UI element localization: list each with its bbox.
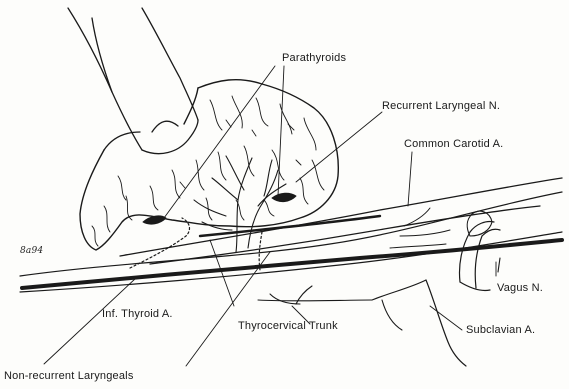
vagus-nerve	[467, 211, 500, 272]
artist-signature: 8a94	[20, 246, 43, 256]
recurrent-laryngeal-nerve	[22, 216, 562, 288]
label-recurrent-laryngeal-n: Recurrent Laryngeal N.	[382, 100, 500, 112]
label-thyrocervical-trunk: Thyrocervical Trunk	[238, 320, 338, 332]
fingers-illustration	[68, 8, 198, 154]
label-subclavian-a: Subclavian A.	[466, 324, 535, 336]
label-parathyroids: Parathyroids	[282, 52, 346, 64]
trachea-band	[20, 192, 562, 292]
label-common-carotid-a: Common Carotid A.	[404, 138, 503, 150]
thyroid-texture	[92, 96, 324, 246]
label-non-recurrent-laryngeals: Non-recurrent Laryngeals	[4, 370, 134, 382]
subclavian-artery	[426, 221, 500, 366]
label-vagus-n: Vagus N.	[497, 282, 543, 294]
label-inf-thyroid-a: Inf. Thyroid A.	[102, 308, 173, 320]
nerve-branches	[390, 208, 450, 248]
